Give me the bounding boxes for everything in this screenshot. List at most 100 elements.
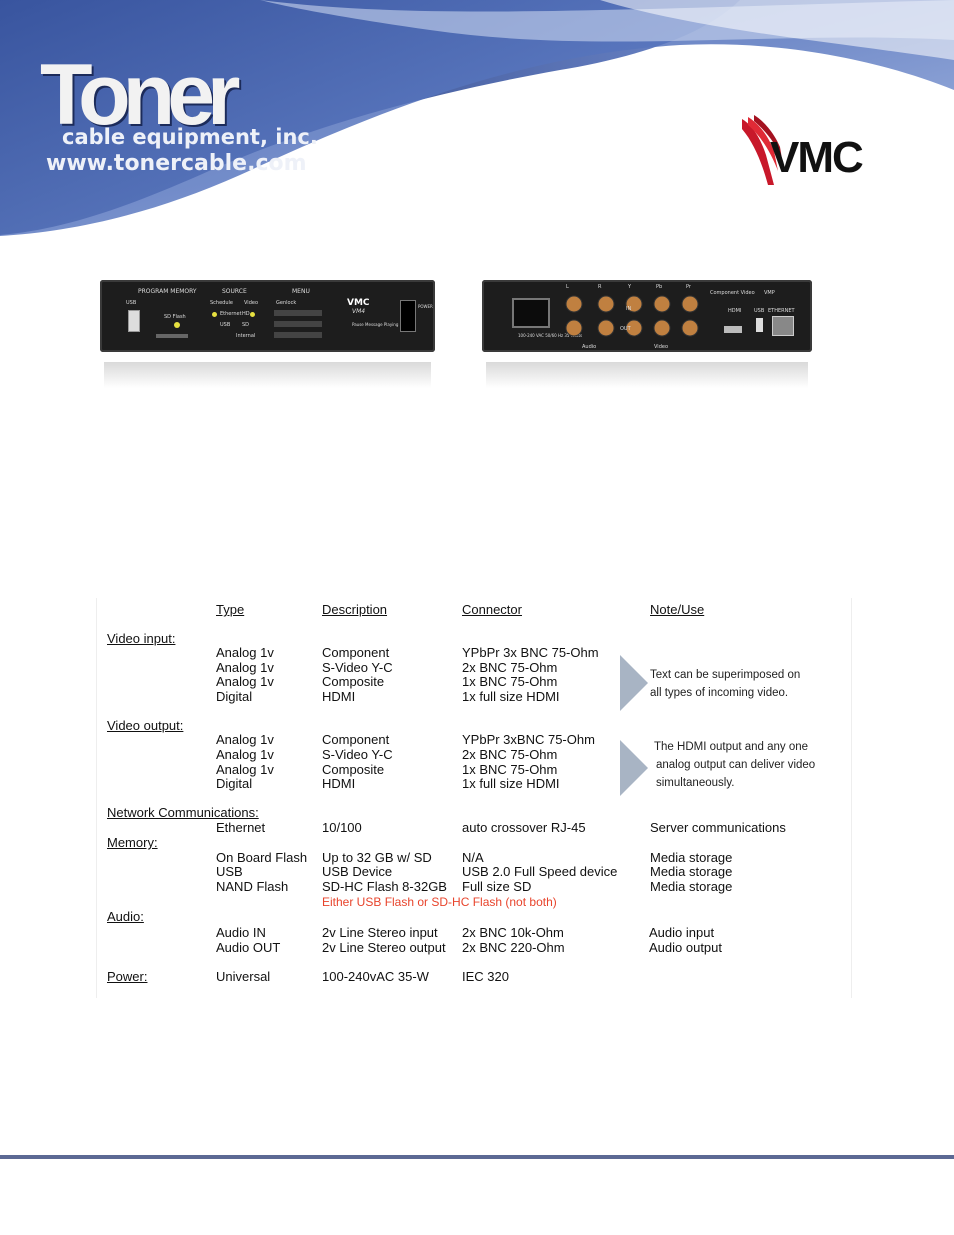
net-desc: 10/100 — [322, 820, 362, 835]
front-model: VM4 — [352, 308, 366, 315]
y-label: Y — [628, 284, 632, 290]
vin-desc-2: Composite — [322, 674, 385, 689]
internal-label: Internal — [236, 333, 256, 339]
audio-type-1: Audio OUT — [216, 940, 281, 955]
spec-table: Type Description Connector Note/Use Vide… — [96, 598, 852, 998]
vin-conn-0: YPbPr 3x BNC 75-Ohm — [462, 645, 599, 660]
vin-desc-0: Component — [322, 645, 390, 660]
genlock-label: Genlock — [276, 300, 297, 306]
pb-label: Pb — [656, 284, 663, 290]
back-reflection — [486, 362, 808, 388]
back-chassis: 100-240 VAC 50/60 Hz 35 Watts L R Y Pb P… — [482, 280, 812, 352]
sd-led-icon — [174, 322, 180, 328]
audio-conn-1: 2x BNC 220-Ohm — [462, 940, 565, 955]
mem-conn-1: USB 2.0 Full Speed device — [462, 864, 618, 879]
video-output-arrow-icon — [620, 740, 648, 796]
sd-source-label: SD — [242, 322, 250, 328]
section-power: Power: — [107, 969, 148, 984]
mem-desc-2: SD-HC Flash 8-32GB — [322, 879, 447, 894]
hdmi-port-icon — [724, 326, 742, 333]
section-memory: Memory: — [107, 835, 158, 850]
header-description: Description — [322, 602, 388, 617]
pr-label: Pr — [686, 284, 691, 290]
video-label: Video — [244, 300, 259, 306]
vout-conn-0: YPbPr 3xBNC 75-Ohm — [462, 732, 595, 747]
vout-conn-1: 2x BNC 75-Ohm — [462, 747, 558, 762]
audio-conn-0: 2x BNC 10k-Ohm — [462, 925, 564, 940]
mem-conn-2: Full size SD — [462, 879, 532, 894]
device-front-panel-photo: PROGRAM MEMORY SOURCE MENU USB SD Flash … — [100, 268, 435, 393]
in-label: IN — [626, 306, 632, 312]
header-connector: Connector — [462, 602, 522, 617]
l-label: L — [566, 284, 569, 290]
vout-desc-2: Composite — [322, 762, 385, 777]
brand-subtitle: cable equipment, inc. — [62, 125, 318, 149]
menu-label: MENU — [292, 288, 310, 295]
back-power-label: 100-240 VAC 50/60 Hz 35 Watts — [518, 333, 583, 338]
header-type: Type — [216, 602, 245, 617]
vin-type-0: Analog 1v — [216, 645, 274, 660]
ethernet-led-icon — [212, 312, 217, 317]
usb-label: USB — [126, 300, 137, 306]
net-note: Server communications — [650, 820, 786, 835]
vout-note-0: The HDMI output and any one — [654, 741, 809, 753]
mem-type-2: NAND Flash — [216, 879, 289, 894]
pause-label: Pause Message Playing — [352, 322, 399, 327]
front-brand: VMC — [347, 298, 370, 308]
vin-conn-1: 2x BNC 75-Ohm — [462, 660, 558, 675]
bnc-connectors-icon — [565, 295, 699, 337]
hdmi-label: HDMI — [728, 308, 742, 314]
menu-buttons-row-1 — [274, 310, 322, 316]
program-memory-label: PROGRAM MEMORY — [138, 288, 197, 295]
vout-note-1: analog output can deliver video — [656, 759, 816, 771]
vout-note-2: simultaneously. — [656, 777, 735, 789]
power-switch-icon — [400, 300, 416, 332]
brand-name: Toner — [40, 47, 240, 143]
vout-conn-2: 1x BNC 75-Ohm — [462, 762, 558, 777]
mem-desc-0: Up to 32 GB w/ SD — [322, 850, 432, 865]
hd-label: HD — [242, 311, 250, 317]
vout-desc-1: S-Video Y-C — [322, 747, 393, 762]
out-label: OUT — [620, 326, 631, 332]
vmc-wing-icon — [742, 115, 782, 185]
power-desc: 100-240vAC 35-W — [322, 969, 429, 984]
schedule-label: Schedule — [210, 300, 233, 306]
usb-port-icon — [128, 310, 140, 332]
audio-desc-0: 2v Line Stereo input — [322, 925, 438, 940]
menu-buttons-row-3 — [274, 332, 322, 338]
component-video-label: Component Video — [710, 290, 755, 296]
brand-url: www.tonercable.com — [46, 151, 307, 176]
header-note: Note/Use — [650, 602, 705, 617]
iec-power-socket-icon — [512, 298, 550, 328]
vout-type-0: Analog 1v — [216, 732, 274, 747]
mem-note-2: Media storage — [650, 879, 733, 894]
ethernet-port-label: ETHERNET — [768, 308, 795, 314]
back-usb-label: USB — [754, 308, 765, 314]
mem-type-0: On Board Flash — [216, 850, 308, 865]
audio-note-1: Audio output — [649, 940, 723, 955]
toner-logo: Toner cable equipment, inc. www.tonercab… — [40, 47, 318, 176]
usb-source-label: USB — [220, 322, 231, 328]
mem-note-1: Media storage — [650, 864, 733, 879]
front-reflection — [104, 362, 431, 388]
section-network: Network Communications: — [107, 805, 259, 820]
video-input-arrow-icon — [620, 655, 648, 711]
vmc-logo-text: VMC — [770, 133, 864, 182]
vout-desc-0: Component — [322, 732, 390, 747]
vin-conn-3: 1x full size HDMI — [462, 689, 560, 704]
header-wave-background — [0, 0, 954, 240]
section-video-input: Video input: — [107, 631, 176, 646]
vin-type-2: Analog 1v — [216, 674, 274, 689]
power-label: POWER — [418, 304, 433, 309]
audio-note-0: Audio input — [649, 925, 715, 940]
vout-type-2: Analog 1v — [216, 762, 274, 777]
vin-type-1: Analog 1v — [216, 660, 274, 675]
vmp-label: VMP — [764, 290, 775, 296]
net-conn: auto crossover RJ-45 — [462, 820, 586, 835]
vout-type-3: Digital — [216, 776, 253, 791]
sd-slot-icon — [156, 334, 188, 338]
source-label: SOURCE — [222, 288, 247, 295]
vin-note-0: Text can be superimposed on — [650, 669, 801, 681]
audio-type-0: Audio IN — [216, 925, 266, 940]
mem-conn-0: N/A — [462, 850, 484, 865]
